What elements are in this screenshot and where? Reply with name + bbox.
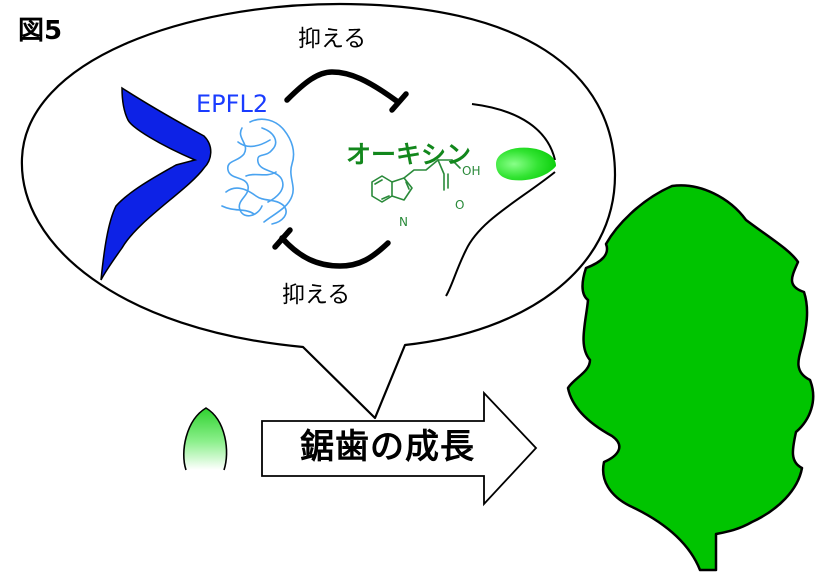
young-leaf-bud-outline bbox=[183, 407, 228, 471]
serrated-mature-leaf bbox=[566, 184, 815, 572]
molecule-o-label: O bbox=[455, 198, 465, 212]
growth-arrow bbox=[261, 390, 538, 507]
leaf-margin-curve-lower bbox=[445, 171, 556, 297]
epfl2-protein-structure bbox=[221, 118, 295, 225]
figure-label: 図5 bbox=[18, 16, 63, 46]
serration-growth-label: 鋸歯の成長 bbox=[300, 427, 475, 467]
molecule-n-label: N bbox=[399, 215, 408, 229]
molecule-oh-label: OH bbox=[462, 164, 481, 178]
epfl2-margin-region bbox=[100, 86, 212, 281]
inhibit-arrow-top bbox=[284, 69, 409, 113]
epfl2-label: EPFL2 bbox=[196, 90, 269, 118]
inhibit-arrow-bottom bbox=[272, 227, 391, 269]
inhibit-label-top: 抑える bbox=[298, 26, 367, 52]
auxin-maximum-tip bbox=[496, 147, 556, 181]
young-leaf-bud bbox=[183, 408, 227, 470]
auxin-label: オーキシン bbox=[346, 140, 472, 169]
leaf-margin-curve-upper bbox=[471, 103, 556, 161]
speech-bubble bbox=[20, 2, 617, 420]
auxin-molecule-structure bbox=[371, 159, 461, 203]
inhibit-label-bottom: 抑える bbox=[282, 282, 351, 308]
